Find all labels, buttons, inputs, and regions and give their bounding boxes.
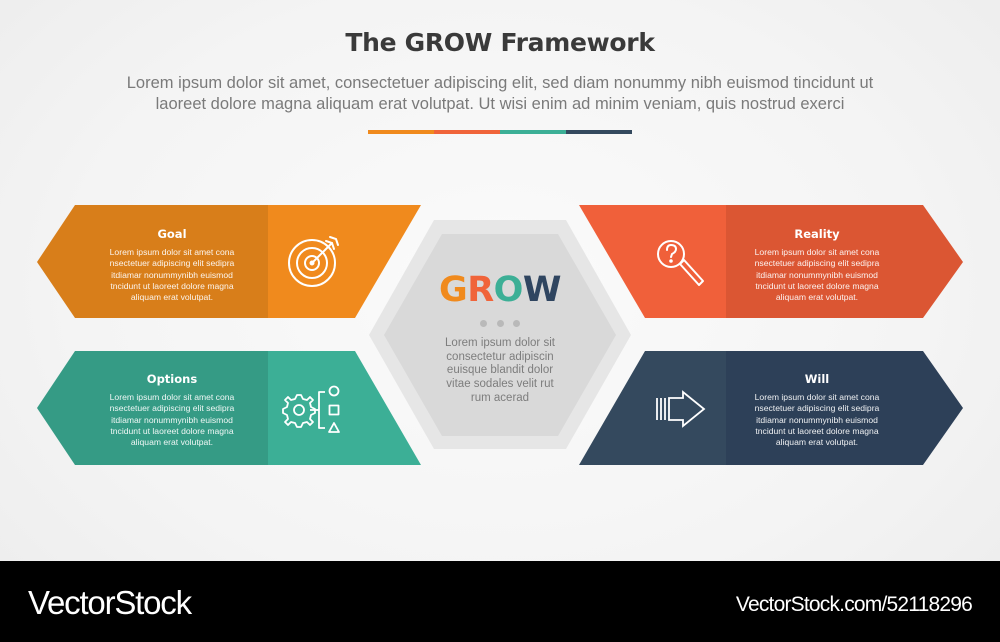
card-goal-title: Goal bbox=[157, 227, 187, 241]
subtitle-line-2: laoreet dolore magna aliquam erat volutp… bbox=[155, 95, 845, 113]
goal-shape bbox=[37, 205, 421, 318]
card-reality-title: Reality bbox=[794, 227, 840, 241]
color-bar-segment-teal bbox=[500, 130, 566, 134]
card-options: Options Lorem ipsum dolor sit amet cona … bbox=[87, 372, 257, 448]
card-will-title: Will bbox=[804, 372, 830, 386]
brand-logo: VectorStock bbox=[28, 584, 192, 621]
watermark-footer bbox=[0, 561, 1000, 642]
color-bar-divider bbox=[368, 130, 632, 134]
card-reality: Reality Lorem ipsum dolor sit amet cona … bbox=[732, 227, 902, 303]
question-magnifier-icon bbox=[657, 240, 704, 286]
color-bar-segment-orange bbox=[368, 130, 434, 134]
card-options-title: Options bbox=[146, 372, 198, 386]
color-bar-segment-red bbox=[434, 130, 500, 134]
page-subtitle: Lorem ipsum dolor sit amet, consectetuer… bbox=[60, 73, 940, 115]
arrow-right-icon bbox=[656, 390, 706, 428]
page-title: The GROW Framework bbox=[345, 28, 655, 57]
card-goal-body: Lorem ipsum dolor sit amet cona nsectetu… bbox=[109, 247, 235, 303]
center-description: Lorem ipsum dolor sit consectetur adipis… bbox=[445, 337, 555, 404]
options-shape bbox=[37, 351, 421, 465]
gear-options-icon bbox=[282, 385, 340, 433]
card-goal: Goal Lorem ipsum dolor sit amet cona nse… bbox=[87, 227, 257, 303]
dot bbox=[480, 320, 487, 327]
subtitle-line-1: Lorem ipsum dolor sit amet, consectetuer… bbox=[126, 74, 874, 92]
grow-letter-r: R bbox=[467, 270, 494, 310]
card-options-body: Lorem ipsum dolor sit amet cona nsectetu… bbox=[109, 392, 235, 448]
brand-url: VectorStock.com/52118296 bbox=[735, 593, 973, 616]
color-bar-segment-navy bbox=[566, 130, 632, 134]
dot bbox=[513, 320, 520, 327]
center-dots-separator bbox=[480, 320, 520, 327]
reality-shape bbox=[579, 205, 963, 318]
card-will-body: Lorem ipsum dolor sit amet cona nsectetu… bbox=[754, 392, 880, 448]
card-will: Will Lorem ipsum dolor sit amet cona nse… bbox=[732, 372, 902, 448]
grow-letter-o: O bbox=[493, 270, 524, 310]
grow-letter-g: G bbox=[438, 270, 468, 310]
will-shape bbox=[579, 351, 963, 465]
card-reality-body: Lorem ipsum dolor sit amet cona nsectetu… bbox=[754, 247, 880, 303]
grow-acronym: GROW bbox=[420, 270, 580, 310]
grow-letter-w: W bbox=[522, 270, 562, 310]
center-hexagon-inner bbox=[384, 234, 616, 436]
dot bbox=[496, 320, 504, 327]
target-icon bbox=[288, 236, 339, 287]
